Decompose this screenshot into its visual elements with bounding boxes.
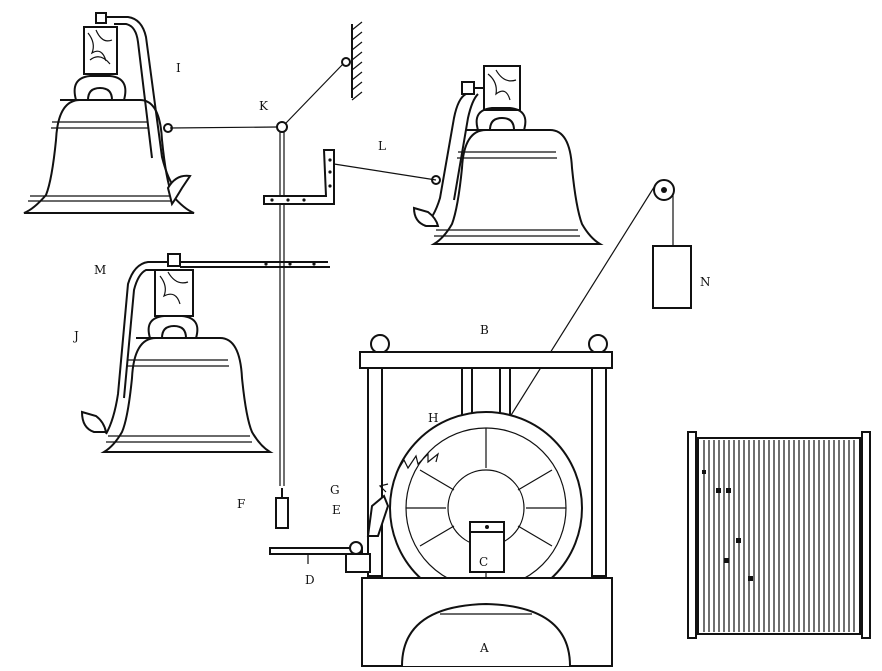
pin-barrel [687,431,871,639]
weight-and-rope [507,179,692,421]
label-i: I [176,61,181,75]
label-d: D [305,573,315,587]
bell-l [412,65,604,245]
clock-frame [345,334,613,667]
label-n: N [700,275,711,289]
label-h: H [428,411,438,425]
linkage [169,21,437,564]
label-k: K [259,99,269,113]
label-m: M [94,263,106,277]
label-f: F [237,497,245,511]
label-g: G [330,483,340,497]
bell-m [80,253,330,453]
label-c: C [479,555,488,569]
label-j: J [72,329,79,343]
label-b: B [480,323,489,337]
label-a: A [479,641,489,655]
labels: I K L M J N B H G E F D C A [72,61,711,655]
label-l: L [378,139,386,153]
label-e: E [332,503,341,517]
bell-i [23,12,195,214]
